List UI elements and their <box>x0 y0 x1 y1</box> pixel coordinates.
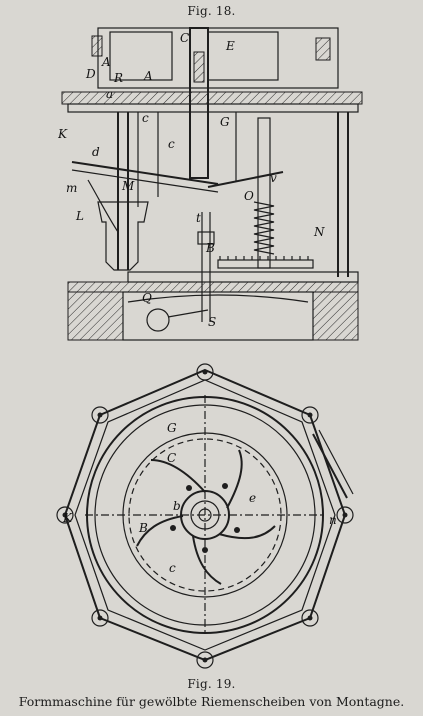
curved-spoke <box>150 459 206 493</box>
floor <box>67 281 359 293</box>
fig-18-drawing: C E D A R A a c c K d m M L G v O t B N … <box>58 27 363 341</box>
curved-spoke <box>192 535 222 585</box>
fig18-letter: K <box>58 127 68 141</box>
fig-19-drawing: G C e K B b c n <box>56 363 354 669</box>
fig18-letter: c <box>142 111 149 125</box>
fig19-letter: n <box>329 513 337 527</box>
fig18-letter: a <box>106 87 113 101</box>
fig18-letter: B <box>205 241 215 255</box>
fig18-letter: L <box>75 209 84 223</box>
fig18-letter: S <box>208 315 216 329</box>
fig18-letter: A <box>101 55 111 69</box>
fig19-letter: B <box>138 521 148 535</box>
fig18-letter: O <box>244 189 254 203</box>
curved-spoke <box>136 515 184 547</box>
upper-frame <box>97 27 339 89</box>
pedestal <box>97 201 149 271</box>
fig18-letter: D <box>85 67 96 81</box>
fig18-letter: m <box>66 181 77 195</box>
fig19-letter: e <box>249 491 256 505</box>
fig18-letter: E <box>225 39 235 53</box>
fig18-letter: N <box>313 225 325 239</box>
fig18-letter: A <box>143 69 153 83</box>
spring-column <box>257 117 271 269</box>
fig19-letter: G <box>167 421 177 435</box>
fig18-letter: t <box>196 211 201 225</box>
fig18-letter: Q <box>142 291 152 305</box>
fig18-letter: R <box>113 71 123 85</box>
fig-19-label: Fig. 19. <box>187 677 236 691</box>
toothed-wheel <box>217 259 314 269</box>
fig18-letter: G <box>220 115 230 129</box>
fig-18-label: Fig. 18. <box>187 4 236 18</box>
fig18-letter: c <box>168 137 175 151</box>
fig18-letter: v <box>270 171 277 185</box>
curved-spoke <box>226 449 243 509</box>
fig19-letter: C <box>167 451 176 465</box>
fig18-letter: d <box>92 145 100 159</box>
fig19-letter: K <box>62 511 73 525</box>
curved-spoke <box>218 525 276 540</box>
counter-weight <box>146 308 170 332</box>
figure-caption: Formmaschine für gewölbte Riemenscheiben… <box>18 694 405 709</box>
fig18-letter: C <box>180 31 189 45</box>
fig19-letter: b <box>173 499 181 513</box>
fig19-letter: c <box>169 561 176 575</box>
fig18-letter: M <box>121 179 135 193</box>
side-lever <box>312 433 348 499</box>
floor-pit <box>122 291 314 341</box>
